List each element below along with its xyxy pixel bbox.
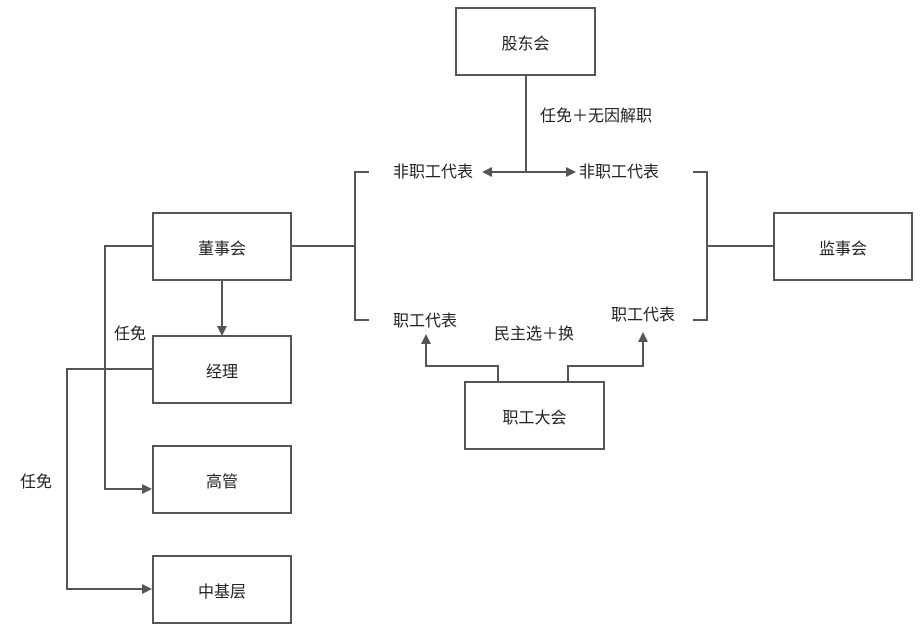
employee-rep-left-label: 职工代表 <box>393 311 458 330</box>
executives-box: 高管 <box>152 445 292 514</box>
arrow-to-employee-rep-left <box>421 334 499 381</box>
arrow-to-employee-rep-right <box>567 332 648 381</box>
shareholders-box: 股东会 <box>455 7 596 76</box>
employee-rep-right-label: 职工代表 <box>611 305 676 324</box>
appoint-manager-label: 任免 <box>20 472 53 491</box>
non-employee-rep-right-label: 非职工代表 <box>579 162 660 181</box>
manager-box: 经理 <box>152 335 292 404</box>
arrow-manager-to-middle <box>66 368 152 594</box>
supervisors-bracket <box>693 171 708 321</box>
appoint-board-label: 任免 <box>114 324 147 343</box>
appoint-remove-dismiss-label: 任免＋无因解职 <box>540 106 653 125</box>
democratic-election-label: 民主选＋换 <box>494 324 575 343</box>
workers-congress-box: 职工大会 <box>464 381 605 450</box>
middle-level-box: 中基层 <box>152 555 292 624</box>
supervisors-box: 监事会 <box>773 212 913 281</box>
arrow-board-to-executives <box>104 245 152 494</box>
board-box: 董事会 <box>152 212 292 281</box>
board-bracket <box>354 171 369 321</box>
non-employee-rep-left-label: 非职工代表 <box>393 162 474 181</box>
